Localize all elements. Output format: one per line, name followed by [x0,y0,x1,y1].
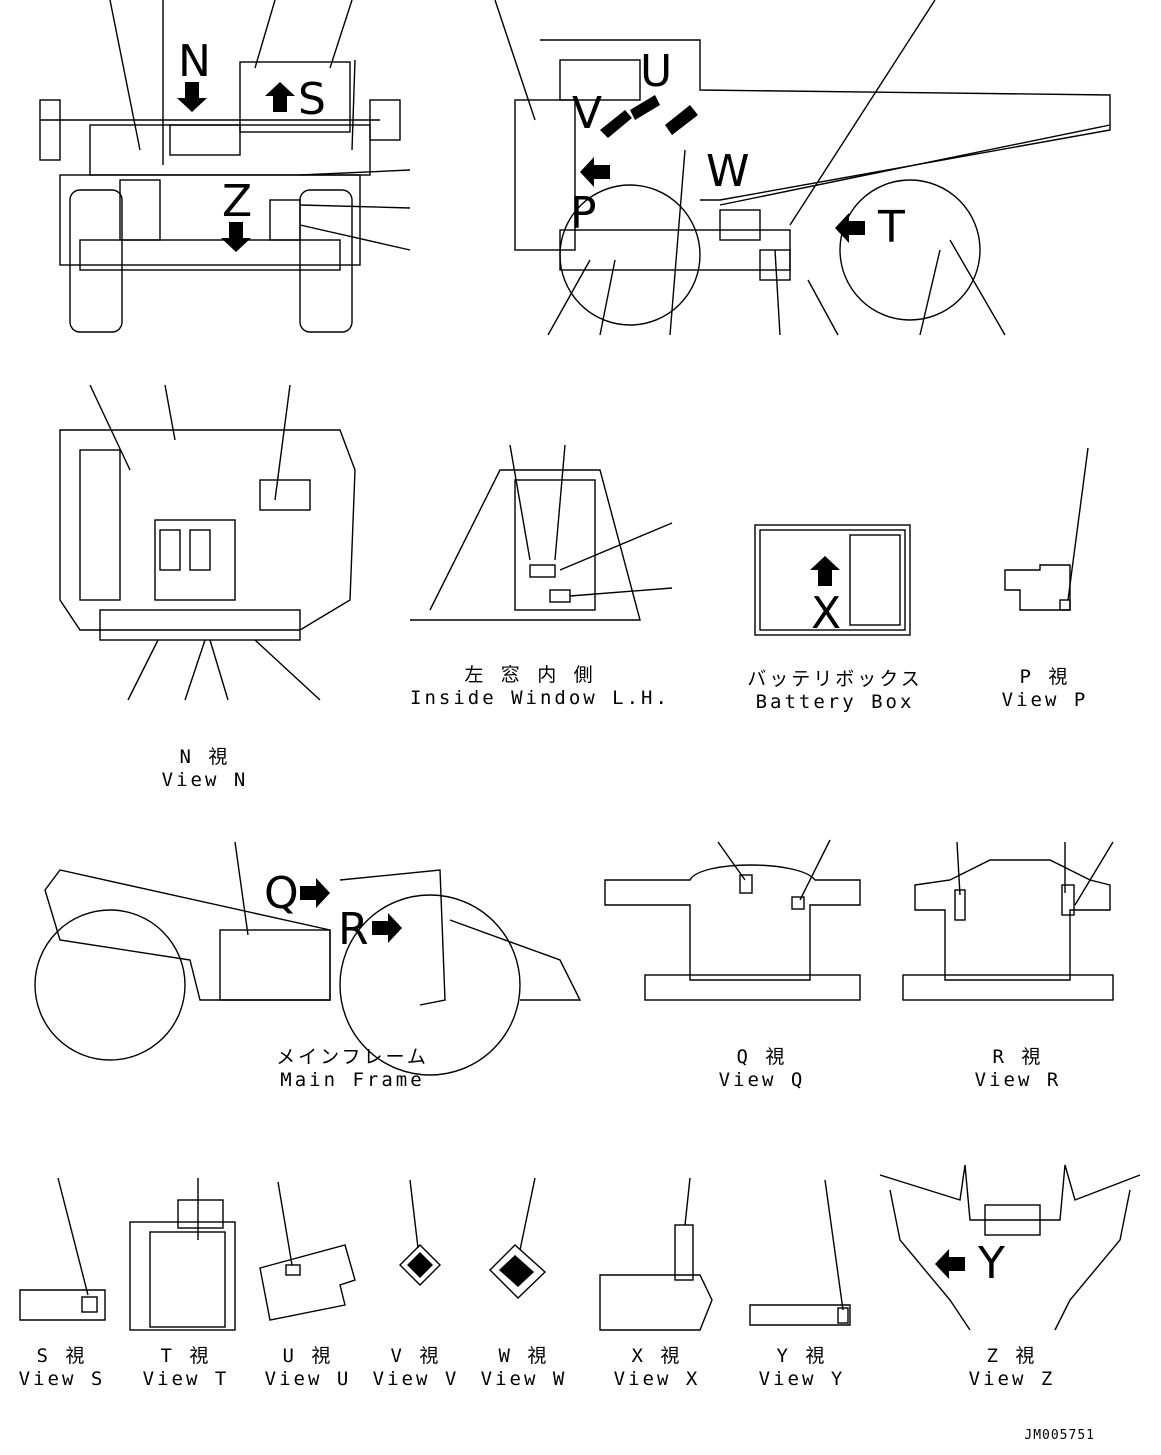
side-label-t: T [878,202,905,253]
front-view-truck [39,0,411,333]
view-v-drawing [399,1179,441,1286]
view-x-drawing [599,1177,713,1331]
side-label-p: P [570,188,597,239]
view-w-drawing [489,1177,547,1299]
side-label-w: W [706,146,750,197]
inside-window-drawing [410,444,673,621]
front-label-n: N [178,36,211,87]
view-z-drawing [879,1164,1141,1331]
view-r-drawing [902,841,1114,1001]
view-t-drawing [129,1178,236,1331]
main-frame-drawing [34,841,582,1076]
side-view-truck [494,0,1111,336]
view-y-drawing [749,1179,851,1326]
view-z-label-y: Y [978,1238,1005,1289]
front-label-z: Z [222,176,253,227]
battery-label-x: X [811,588,842,639]
frame-label-q: Q [264,868,299,919]
view-q-drawing [604,839,861,1001]
side-label-v: V [572,88,603,139]
view-u-drawing [259,1181,356,1321]
frame-label-r: R [338,904,369,955]
view-p-drawing [1004,447,1089,611]
view-n-drawing [59,384,356,701]
view-s-drawing [19,1177,106,1321]
battery-box-drawing [754,524,911,636]
document-number: JM005751 [1024,1428,1095,1443]
side-label-u: U [640,46,673,97]
front-label-s: S [298,74,326,125]
